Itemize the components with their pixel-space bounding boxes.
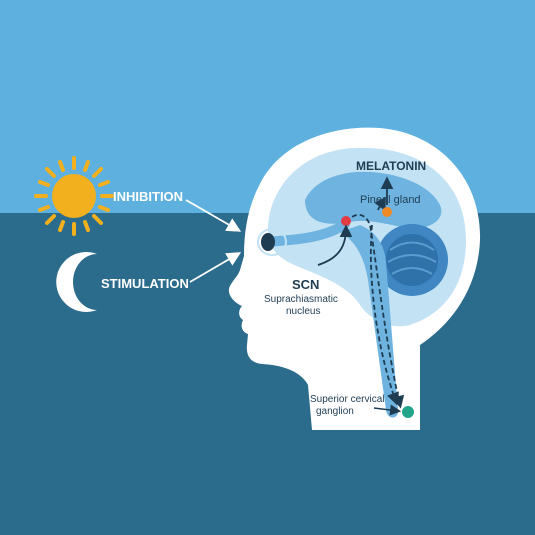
pineal-gland-label: Pineal gland (360, 194, 421, 206)
scn-pointer (317, 224, 353, 266)
scn-dot (341, 216, 351, 226)
scn-desc-line1: Suprachiasmatic (264, 294, 338, 305)
scg-label-line2: ganglion (316, 406, 354, 417)
eye-icon (261, 233, 275, 251)
inhibition-arrow (185, 199, 242, 232)
ganglion-dot (402, 406, 414, 418)
melatonin-label: MELATONIN (356, 159, 426, 173)
scg-label-line1: Superior cervical (310, 394, 384, 405)
inhibition-label: INHIBITION (113, 189, 183, 204)
ganglion-pointer (373, 404, 402, 416)
sun-icon (34, 156, 114, 236)
scn-label: SCN (292, 277, 319, 292)
neural-signal-paths (345, 197, 405, 409)
scn-desc-line2: nucleus (286, 306, 320, 317)
cerebrum (305, 171, 442, 229)
crescent-moon-icon (56, 252, 97, 312)
pineal-dot (382, 207, 392, 217)
spinal-pathway (340, 225, 399, 418)
stimulation-label: STIMULATION (101, 276, 189, 291)
stimulation-arrow (189, 252, 242, 283)
cerebellum (376, 224, 448, 296)
